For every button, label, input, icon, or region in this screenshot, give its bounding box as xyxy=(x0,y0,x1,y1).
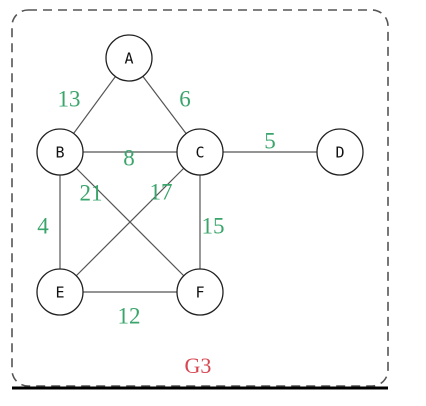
nodes: A B C D E F xyxy=(36,34,364,316)
edge-c-e xyxy=(59,151,201,293)
node-circle-a xyxy=(105,34,153,82)
node-label-b: B xyxy=(55,144,64,162)
node-circle-e xyxy=(36,268,84,316)
node-label-c: C xyxy=(195,144,204,162)
edge-weight-c-d: 5 xyxy=(264,128,276,153)
node-circle-d xyxy=(316,128,364,176)
node-circle-f xyxy=(176,268,224,316)
node-label-e: E xyxy=(55,284,64,302)
diagram-frame xyxy=(11,9,389,387)
node-label-d: D xyxy=(335,144,344,162)
edge-weights: 13 6 8 5 21 17 4 15 12 xyxy=(37,86,276,328)
edge-weight-a-b: 13 xyxy=(58,86,81,111)
graph-title: G3 xyxy=(185,353,212,378)
node-c: C xyxy=(176,128,224,176)
node-b: B xyxy=(36,128,84,176)
node-label-f: F xyxy=(195,284,204,302)
node-f: F xyxy=(176,268,224,316)
node-circle-c xyxy=(176,128,224,176)
edge-weight-a-c: 6 xyxy=(179,86,191,111)
edge-weight-c-f: 15 xyxy=(202,213,225,238)
edge-weight-e-f: 12 xyxy=(118,303,141,328)
node-e: E xyxy=(36,268,84,316)
node-circle-b xyxy=(36,128,84,176)
node-d: D xyxy=(316,128,364,176)
node-a: A xyxy=(105,34,153,82)
edge-weight-c-e: 17 xyxy=(150,179,173,204)
edge-weight-b-f: 21 xyxy=(80,180,103,205)
node-label-a: A xyxy=(124,50,133,68)
edge-weight-b-e: 4 xyxy=(37,213,49,238)
edge-weight-b-c: 8 xyxy=(123,145,135,170)
